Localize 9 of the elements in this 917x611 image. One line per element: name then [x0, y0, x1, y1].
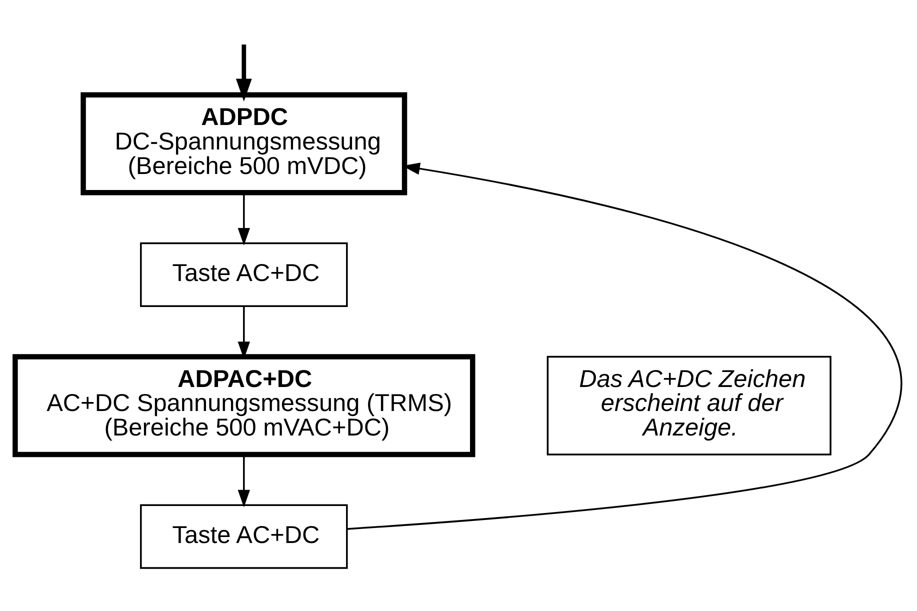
node-box: ADPAC+DC AC+DC Spannungsmessung (TRMS) (Bereiche 500 mVAC+DC) — [12, 354, 476, 458]
arrow — [346, 162, 902, 530]
node-box: Das AC+DC Zeichen erscheint auf der Anzeige. — [546, 356, 832, 456]
node-box: Taste AC+DC — [140, 504, 348, 569]
node-box: Taste AC+DC — [140, 242, 348, 307]
arrow — [236, 44, 252, 102]
arrow — [238, 192, 250, 246]
arrow — [238, 454, 250, 508]
node-box: ADPDC DC-Spannungsmessung (Bereiche 500 mVDC) — [80, 92, 408, 196]
